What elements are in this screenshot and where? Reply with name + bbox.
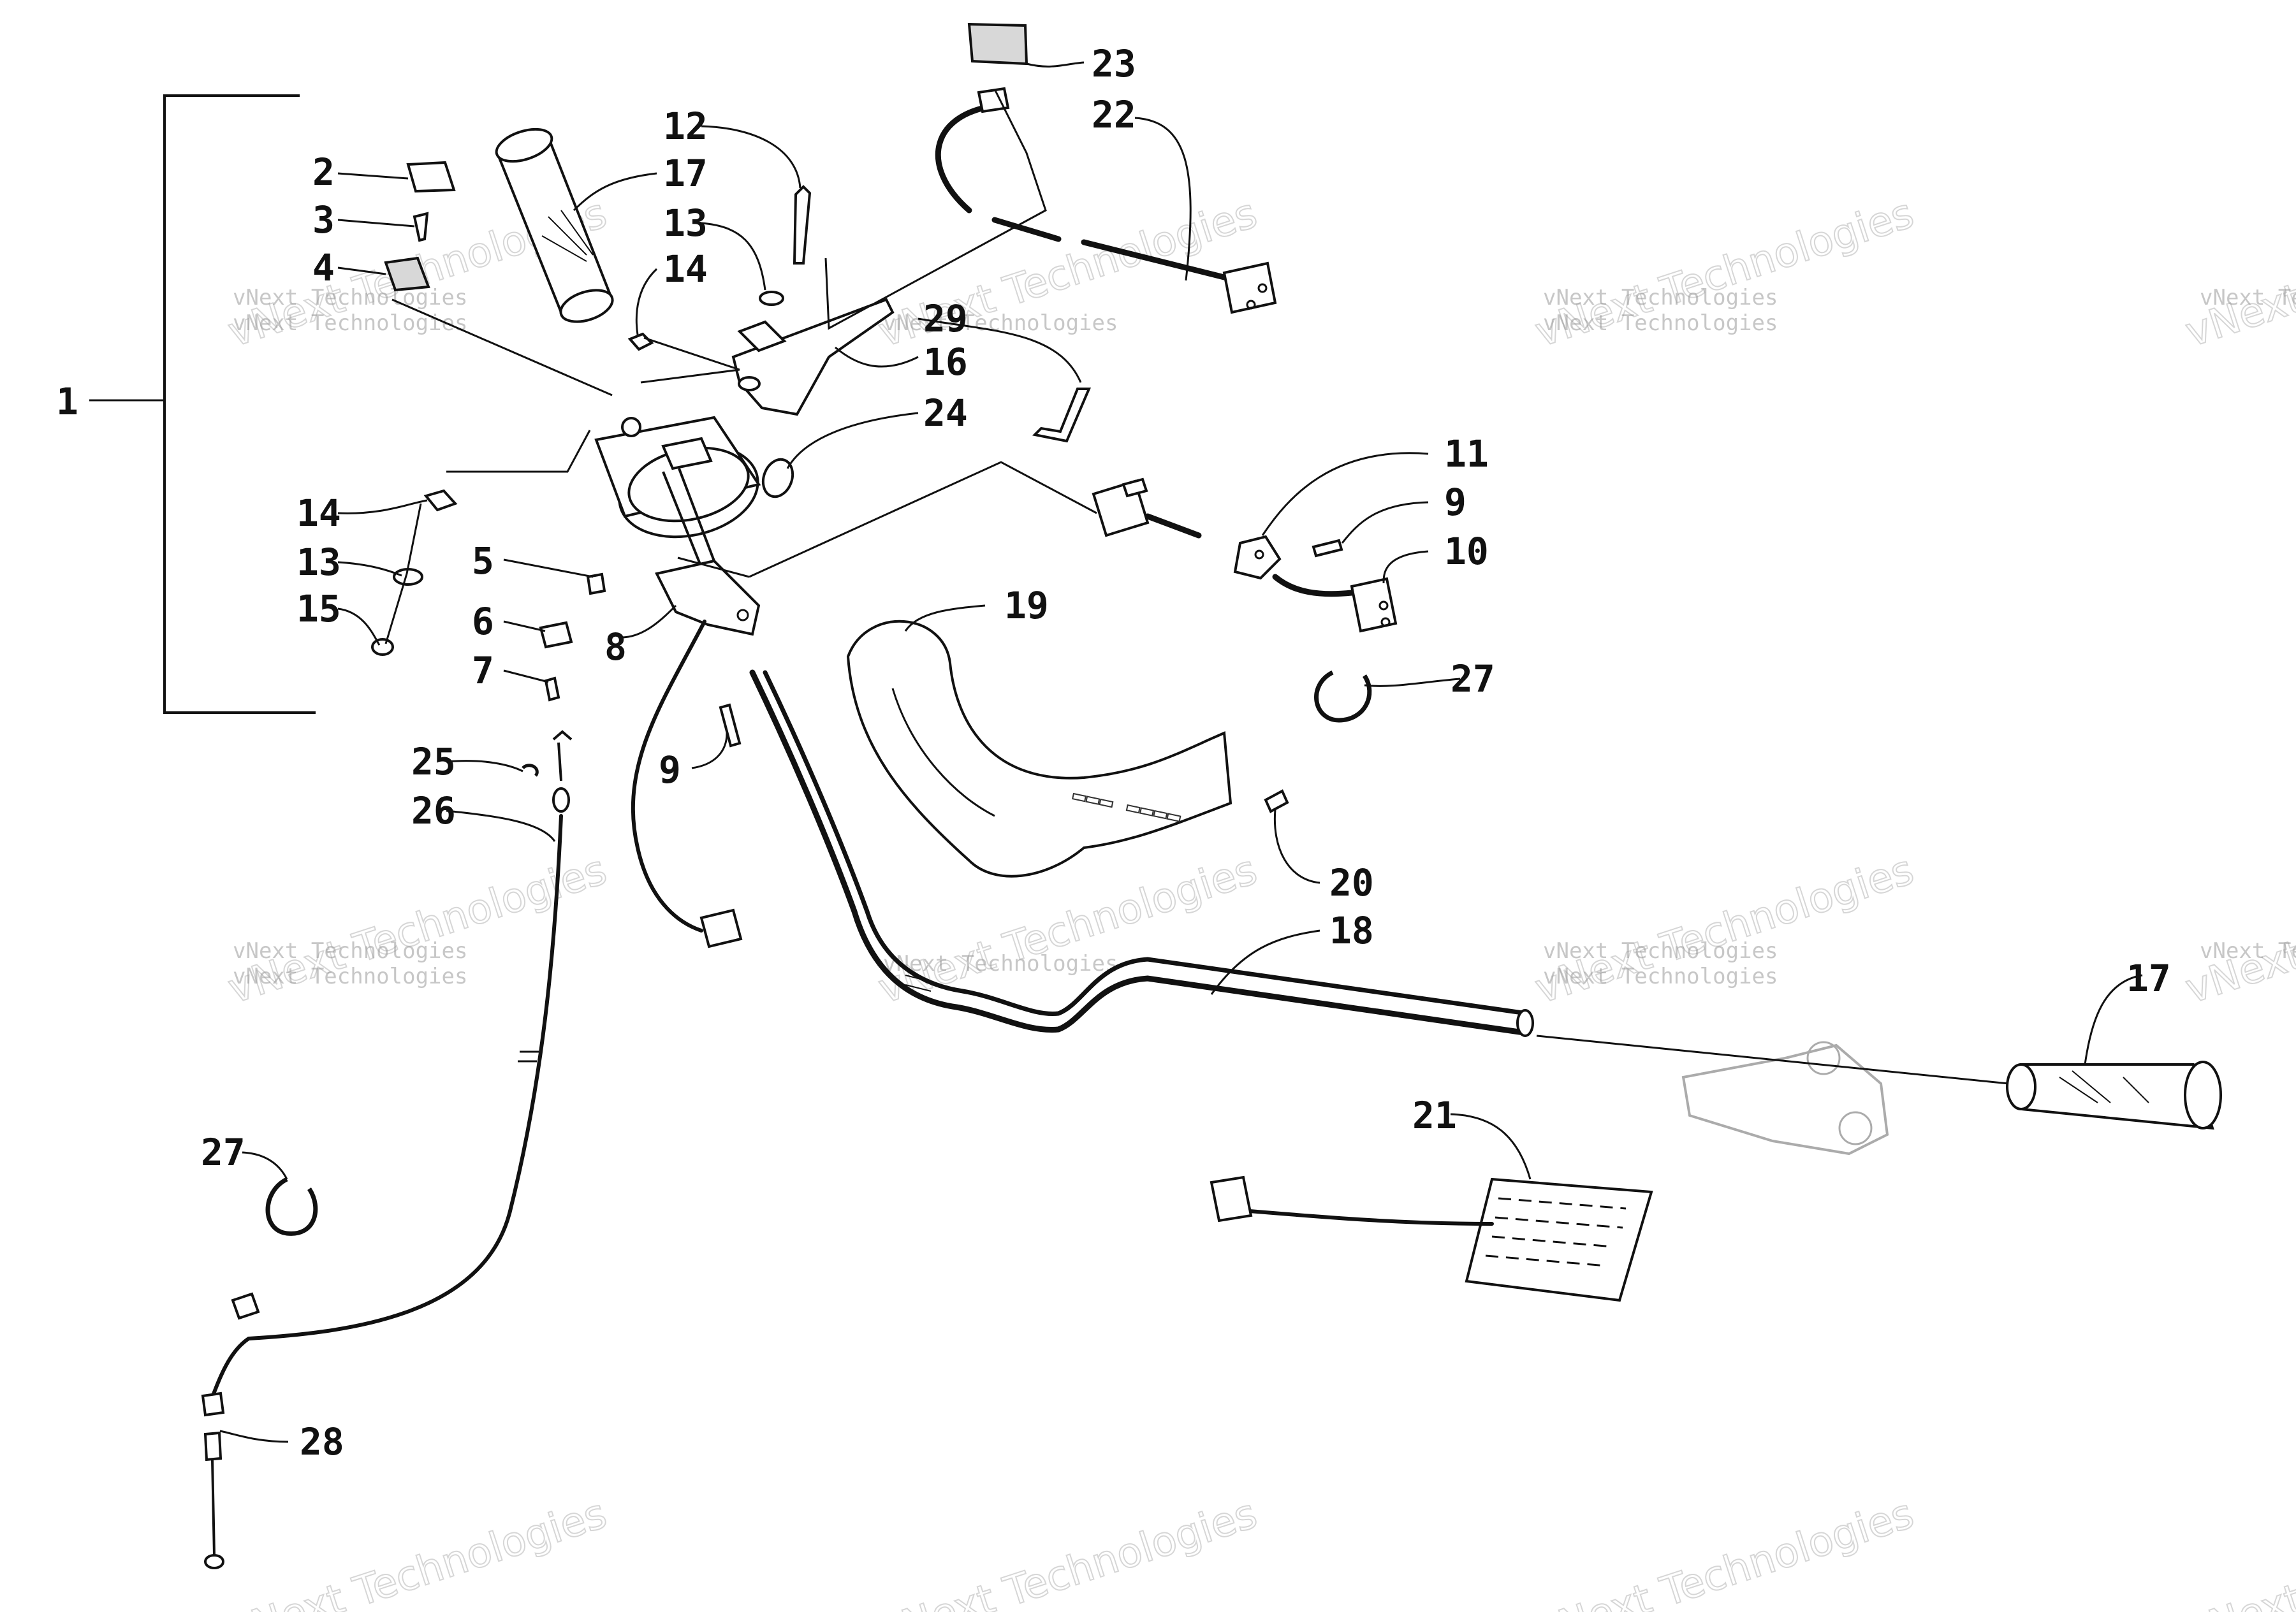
cover-plate xyxy=(384,256,430,292)
callout-24: 24 xyxy=(923,391,968,435)
callout-19: 19 xyxy=(1004,584,1049,627)
screw-20 xyxy=(1264,789,1289,813)
callout-11: 11 xyxy=(1444,432,1489,476)
throttle-lever xyxy=(731,298,895,416)
right-grip xyxy=(2006,1061,2222,1130)
callout-16: 16 xyxy=(923,340,968,384)
screw xyxy=(413,212,429,242)
callout-4: 4 xyxy=(312,246,335,289)
callout-labels: 1 2 3 4 5 6 7 8 9 9 10 11 12 13 13 14 14… xyxy=(56,42,2171,1463)
bolt-12 xyxy=(793,185,812,265)
clip-24 xyxy=(761,458,794,498)
clamp-27-right xyxy=(1314,670,1372,723)
heater-element-21 xyxy=(1210,1175,1653,1302)
svg-text:vNext Technologies: vNext Technologies xyxy=(223,1490,612,1612)
sensor-8 xyxy=(631,559,761,948)
watermark-text: vNext Technologies xyxy=(2200,285,2296,310)
watermark-text: vNext Technologies xyxy=(233,964,467,989)
callout-28: 28 xyxy=(300,1420,344,1463)
callout-27-right: 27 xyxy=(1451,657,1495,701)
callout-29: 29 xyxy=(923,297,968,340)
nut-14-top xyxy=(627,332,654,351)
exploded-view-lines xyxy=(384,89,1097,644)
clamp-27-left xyxy=(265,1177,318,1236)
callout-13-left: 13 xyxy=(296,541,341,584)
callout-17-top: 17 xyxy=(663,152,708,195)
watermark-text: vNext Technologies xyxy=(1543,964,1778,989)
callout-15: 15 xyxy=(296,587,341,630)
callout-21: 21 xyxy=(1412,1094,1457,1137)
svg-text:vNext Technologies: vNext Technologies xyxy=(2180,846,2296,1013)
washer-13-top xyxy=(759,291,784,306)
callout-6: 6 xyxy=(472,600,494,643)
watermark-text: vNext Technologies xyxy=(1543,285,1778,310)
watermark: vNext Technologies xyxy=(2179,846,2296,1013)
screw-9-left xyxy=(719,703,742,748)
callout-7: 7 xyxy=(472,649,494,692)
callout-2: 2 xyxy=(312,150,335,194)
decal xyxy=(406,161,456,193)
callout-27-left: 27 xyxy=(201,1131,245,1174)
watermark-text: vNext Technologies xyxy=(883,951,1118,977)
cable-26 xyxy=(201,730,573,1569)
callout-10: 10 xyxy=(1444,530,1489,573)
callout-20: 20 xyxy=(1329,861,1374,904)
watermark: vNext Technologies xyxy=(2179,1490,2296,1612)
callout-9-right: 9 xyxy=(1444,481,1466,524)
callout-17-right: 17 xyxy=(2126,957,2171,1000)
callout-22: 22 xyxy=(1092,93,1136,136)
screw-9-right xyxy=(1312,539,1343,558)
callout-25: 25 xyxy=(411,740,456,783)
callout-13-top: 13 xyxy=(663,201,708,245)
pad-23 xyxy=(967,22,1028,66)
callout-3: 3 xyxy=(312,198,335,242)
hand-guard-19: ▭▭▭ ▭▭▭▭ xyxy=(846,620,1232,878)
watermark-text: vNext Technologies xyxy=(1543,938,1778,964)
callout-5: 5 xyxy=(472,539,494,583)
screw-5 xyxy=(586,572,606,595)
svg-text:vNext Technologies: vNext Technologies xyxy=(873,1490,1262,1612)
callout-8: 8 xyxy=(604,625,627,669)
switch-connector-11 xyxy=(1092,477,1398,633)
watermark-layer: vNext Technologies vNext Technologies vN… xyxy=(222,189,2296,1612)
watermark: vNext Technologies xyxy=(222,1490,613,1612)
watermark: vNext Technologies xyxy=(2179,189,2296,357)
left-grip xyxy=(495,127,614,323)
watermark: vNext Technologies xyxy=(1529,1490,1920,1612)
watermark-text: vNext Technologies xyxy=(2200,938,2296,964)
clip-6 xyxy=(539,621,573,649)
callout-1: 1 xyxy=(56,380,78,423)
callout-23: 23 xyxy=(1092,42,1136,85)
wire-harness-22 xyxy=(935,87,1277,314)
watermark-text: vNext Technologies xyxy=(233,938,467,964)
nut-15 xyxy=(371,638,394,656)
svg-text:vNext Technologies: vNext Technologies xyxy=(1530,1490,1919,1612)
clip-25 xyxy=(522,764,539,777)
assembly-bracket xyxy=(89,94,316,714)
handlebar-18 xyxy=(749,669,1534,1037)
leader-lines xyxy=(219,61,2143,1443)
svg-text:vNext Technologies: vNext Technologies xyxy=(2180,190,2296,356)
watermark-text: vNext Technologies xyxy=(233,310,467,336)
callout-12: 12 xyxy=(663,105,708,148)
nut-14-left xyxy=(423,489,458,512)
watermark: vNext Technologies xyxy=(872,1490,1263,1612)
callout-14-top: 14 xyxy=(663,247,708,291)
svg-text:vNext Technologies: vNext Technologies xyxy=(2180,1490,2296,1612)
ghost-throttle-assembly xyxy=(1681,1041,1889,1156)
switch-housing xyxy=(594,416,761,568)
callout-9-left: 9 xyxy=(659,748,681,792)
screw-7 xyxy=(544,676,560,702)
callout-14-left: 14 xyxy=(296,491,341,535)
bracket-29 xyxy=(1032,388,1092,443)
watermark-text: vNext Technologies xyxy=(1543,310,1778,336)
callout-18: 18 xyxy=(1329,909,1374,952)
watermark-text: vNext Technologies xyxy=(233,285,467,310)
callout-26: 26 xyxy=(411,789,456,832)
